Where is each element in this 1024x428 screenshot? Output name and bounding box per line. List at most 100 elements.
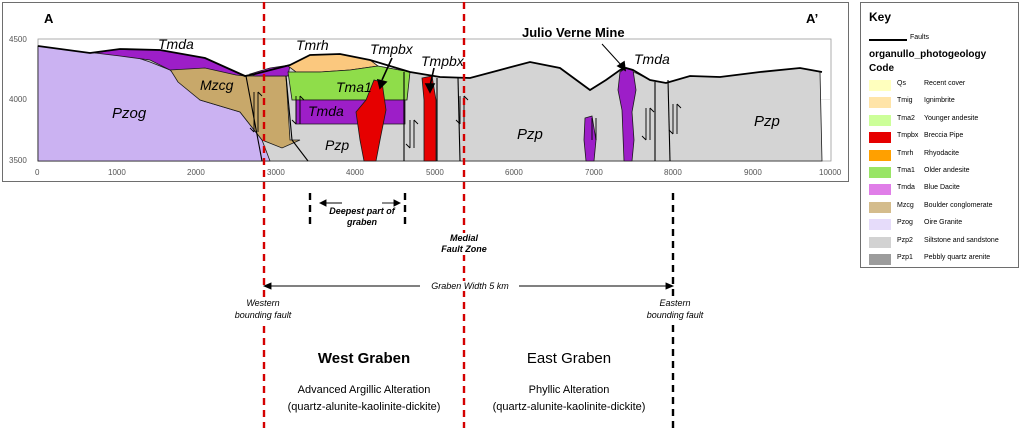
legend-code: Mzcg xyxy=(897,201,914,209)
west-alteration: Advanced Argillic Alteration xyxy=(297,384,431,396)
x-tick-10000: 10000 xyxy=(819,168,842,177)
fault-label: Faults xyxy=(910,34,930,41)
legend-description: Ignimbrite xyxy=(924,97,955,105)
label-mzcg: Mzcg xyxy=(200,77,234,93)
legend-item-qs: Qs Recent cover xyxy=(869,77,1017,94)
unit-tmda-dike-1 xyxy=(583,115,597,162)
legend-fault-entry: Faults xyxy=(869,34,1019,44)
x-tick-2000: 2000 xyxy=(187,168,205,177)
legend-description: Pebbly quartz arenite xyxy=(924,253,991,261)
legend-swatch xyxy=(869,236,891,248)
graben-width-arrow xyxy=(262,282,675,290)
legend-swatch xyxy=(869,166,891,178)
east-mineralogy: (quartz-alunite-kaolinite-dickite) xyxy=(492,401,646,413)
legend-item-tmig: Tmig Ignimbrite xyxy=(869,94,1017,111)
legend-description: Rhyodacite xyxy=(924,149,960,157)
label-pzp-1: Pzp xyxy=(325,137,349,153)
legend-item-pzog: Pzog Oire Granite xyxy=(869,216,1017,233)
legend-description: Younger andesite xyxy=(924,114,979,122)
label-tmpbx-2: Tmpbx xyxy=(421,53,465,69)
x-tick-4000: 4000 xyxy=(346,168,364,177)
label-pzp-2: Pzp xyxy=(517,126,543,143)
red-guide-lines xyxy=(262,2,466,428)
legend-code: Tma2 xyxy=(897,114,915,122)
y-tick-3500: 3500 xyxy=(9,156,27,165)
legend-code: Tmig xyxy=(897,97,913,105)
legend-item-tmda: Tmda Blue Dacite xyxy=(869,181,1017,198)
y-tick-4500: 4500 xyxy=(9,35,27,44)
x-tick-0: 0 xyxy=(35,168,40,177)
cross-section-svg: 4500 4000 3500 0 1000 2000 3000 4000 500… xyxy=(9,2,842,428)
legend-swatch xyxy=(869,149,891,161)
legend-code: Pzp2 xyxy=(897,236,913,244)
legend-code: Tmpbx xyxy=(897,132,919,140)
legend-description: Breccia Pipe xyxy=(924,132,964,140)
west-graben-title: West Graben xyxy=(317,350,411,367)
legend-item-tma1: Tma1 Older andesite xyxy=(869,164,1017,181)
legend-code: Tmrh xyxy=(897,149,914,157)
legend-swatch xyxy=(869,184,891,196)
legend-swatch xyxy=(869,97,891,109)
legend-code: Tmda xyxy=(897,184,915,192)
legend-swatch xyxy=(869,114,891,126)
legend-description: Siltstone and sandstone xyxy=(924,236,999,244)
legend-description: Recent cover xyxy=(924,80,966,87)
legend-swatch xyxy=(869,201,891,213)
section-label-a: A xyxy=(44,11,54,26)
deepest-label-1: Deepest part of graben xyxy=(329,206,395,227)
legend-item-pzp1: Pzp1 Pebbly quartz arenite xyxy=(869,251,1017,268)
legend-item-tmrh: Tmrh Rhyodacite xyxy=(869,147,1017,164)
legend-description: Boulder conglomerate xyxy=(924,201,993,209)
legend-db-name: organullo_photogeology xyxy=(869,49,987,60)
western-fault-label: Western bounding fault xyxy=(228,297,298,321)
label-tmda-1: Tmda xyxy=(158,36,194,52)
x-tick-3000: 3000 xyxy=(267,168,285,177)
legend-description: Oire Granite xyxy=(924,219,963,227)
legend-code: Tma1 xyxy=(897,166,915,174)
legend-swatch xyxy=(869,80,891,91)
legend-swatch xyxy=(869,219,891,231)
section-label-a-prime: A’ xyxy=(806,11,818,26)
label-tmda-2: Tmda xyxy=(634,51,670,67)
legend-item-mzcg: Mzcg Boulder conglomerate xyxy=(869,199,1017,216)
east-alteration: Phyllic Alteration xyxy=(528,384,610,396)
legend-code: Qs xyxy=(897,80,906,87)
pointer-arrows xyxy=(376,43,626,94)
label-tmda-3: Tmda xyxy=(308,103,344,119)
legend-code: Pzog xyxy=(897,219,913,227)
legend-item-pzp2: Pzp2 Siltstone and sandstone xyxy=(869,234,1017,251)
x-tick-7000: 7000 xyxy=(585,168,603,177)
legend-description: Blue Dacite xyxy=(924,184,960,192)
x-tick-9000: 9000 xyxy=(744,168,762,177)
legend-title: Key xyxy=(869,10,892,24)
x-tick-1000: 1000 xyxy=(108,168,126,177)
west-mineralogy: (quartz-alunite-kaolinite-dickite) xyxy=(287,401,441,413)
deepest-arrow xyxy=(318,199,402,207)
y-tick-4000: 4000 xyxy=(9,95,27,104)
black-guide-lines xyxy=(308,193,675,428)
unit-labels: Tmda Tmrh Tmpbx Tmpbx Tmda Mzcg Tma1 Pzo… xyxy=(112,36,780,153)
x-tick-8000: 8000 xyxy=(664,168,682,177)
legend-swatch xyxy=(869,253,891,265)
medial-fault-label: Medial Fault Zone xyxy=(440,233,488,255)
x-tick-6000: 6000 xyxy=(505,168,523,177)
label-tma1: Tma1 xyxy=(336,79,372,95)
label-pzp-3: Pzp xyxy=(754,113,780,130)
legend-item-tma2: Tma2 Younger andesite xyxy=(869,112,1017,129)
legend-swatch xyxy=(869,132,891,144)
legend-description: Older andesite xyxy=(924,166,970,174)
ground-surface xyxy=(37,45,823,92)
legend-panel: Key Faults organullo_photogeology Code Q… xyxy=(860,2,1019,268)
x-tick-5000: 5000 xyxy=(426,168,444,177)
eastern-fault-label: Eastern bounding fault xyxy=(640,297,710,321)
legend-code: Pzp1 xyxy=(897,253,913,261)
unit-tmpbx-1 xyxy=(355,79,387,162)
legend-item-tmpbx: Tmpbx Breccia Pipe xyxy=(869,129,1017,146)
axis-tick-labels: 4500 4000 3500 0 1000 2000 3000 4000 500… xyxy=(9,35,842,177)
mine-label: Julio Verne Mine xyxy=(522,25,625,40)
label-tmrh: Tmrh xyxy=(296,37,329,53)
fault-displacement-arrows xyxy=(249,91,682,149)
legend-code-header: Code xyxy=(869,63,894,74)
fault-line-swatch xyxy=(869,39,907,41)
